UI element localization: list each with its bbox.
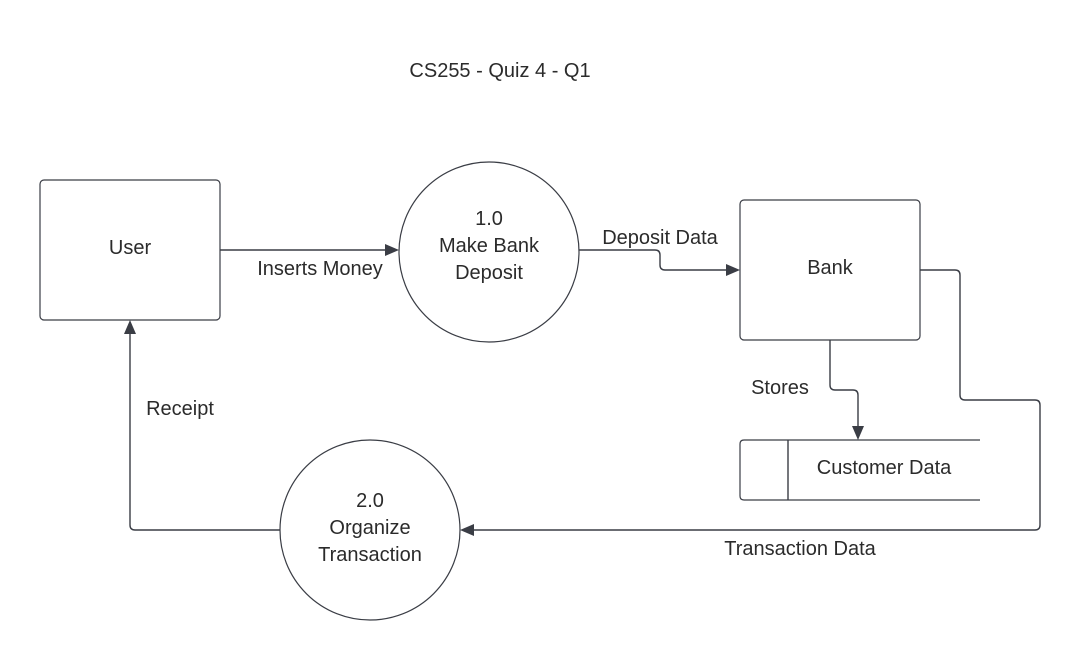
flow-deposit-data-line	[579, 249, 726, 271]
flow-inserts-money[interactable]: Inserts Money	[220, 244, 399, 280]
data-store-outline	[739, 439, 980, 501]
process-1[interactable]: 1.0 Make Bank Deposit	[398, 161, 580, 343]
flow-transaction-data-line	[474, 269, 1041, 531]
process-2[interactable]: 2.0 Organize Transaction	[279, 439, 461, 621]
process-1-circle	[398, 161, 580, 343]
process-1-number: 1.0	[475, 208, 503, 230]
user-entity[interactable]: User	[39, 179, 221, 321]
flow-stores-line	[829, 340, 859, 426]
data-store-label: Customer Data	[817, 457, 952, 479]
diagram-title: CS255 - Quiz 4 - Q1	[409, 60, 590, 82]
bank-entity[interactable]: Bank	[739, 199, 921, 341]
user-entity-label: User	[109, 237, 152, 259]
flow-deposit-data-label: Deposit Data	[602, 227, 718, 249]
process-2-number: 2.0	[356, 490, 384, 512]
flow-receipt-line	[129, 334, 280, 531]
flow-transaction-data-label: Transaction Data	[724, 538, 876, 560]
process-1-name-line1: Make Bank	[439, 235, 540, 257]
customer-data-store[interactable]: Customer Data	[739, 439, 980, 501]
flow-stores-arrowhead	[852, 426, 864, 440]
process-1-name-line2: Deposit	[455, 262, 523, 284]
flow-receipt-label: Receipt	[146, 398, 214, 420]
flow-transaction-data[interactable]: Transaction Data	[460, 269, 1041, 560]
flow-transaction-data-arrowhead	[460, 524, 474, 536]
flow-inserts-money-label: Inserts Money	[257, 258, 383, 280]
flow-inserts-money-arrowhead	[385, 244, 399, 256]
bank-entity-label: Bank	[807, 257, 854, 279]
flow-stores[interactable]: Stores	[751, 340, 864, 440]
flow-stores-label: Stores	[751, 377, 809, 399]
process-2-name-line2: Transaction	[318, 544, 422, 566]
flow-deposit-data-arrowhead	[726, 264, 740, 276]
flow-deposit-data[interactable]: Deposit Data	[579, 227, 740, 276]
flow-receipt-arrowhead	[124, 320, 136, 334]
process-2-name-line1: Organize	[329, 517, 410, 539]
flow-receipt[interactable]: Receipt	[124, 320, 280, 531]
